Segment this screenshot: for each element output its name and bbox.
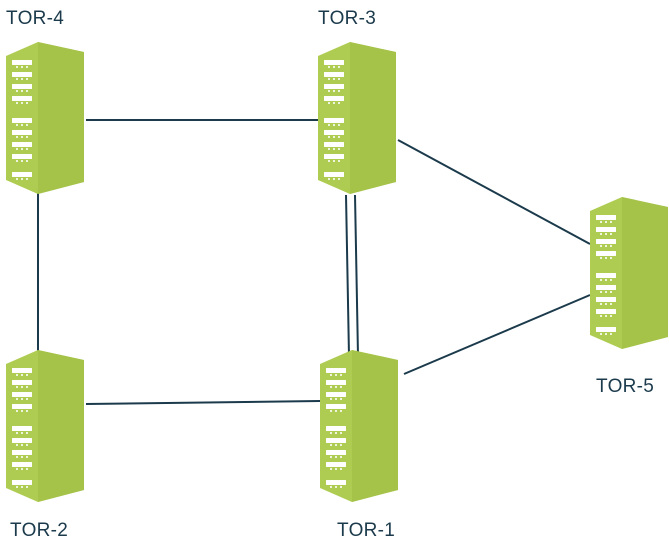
link-tor1-tor5	[403, 294, 591, 375]
link-tor3-tor1-b	[354, 194, 359, 357]
tor-3-server-icon	[318, 42, 396, 194]
link-tor3-tor1-a	[345, 194, 350, 357]
tor-4-server-icon	[6, 42, 84, 194]
tor-5-server-icon	[590, 197, 668, 349]
tor-2-label: TOR-2	[10, 520, 69, 541]
tor-1-label: TOR-1	[337, 520, 396, 541]
tor-4-label: TOR-4	[6, 8, 65, 29]
tor-3-label: TOR-3	[318, 8, 377, 29]
link-tor3-tor5	[397, 139, 591, 245]
tor-2-server-icon	[6, 350, 84, 502]
tor-1-server-icon	[320, 350, 398, 502]
tor-5-label: TOR-5	[596, 376, 655, 397]
link-tor2-tor1	[85, 400, 321, 405]
servers-layer	[6, 42, 668, 502]
links-layer	[37, 119, 591, 405]
